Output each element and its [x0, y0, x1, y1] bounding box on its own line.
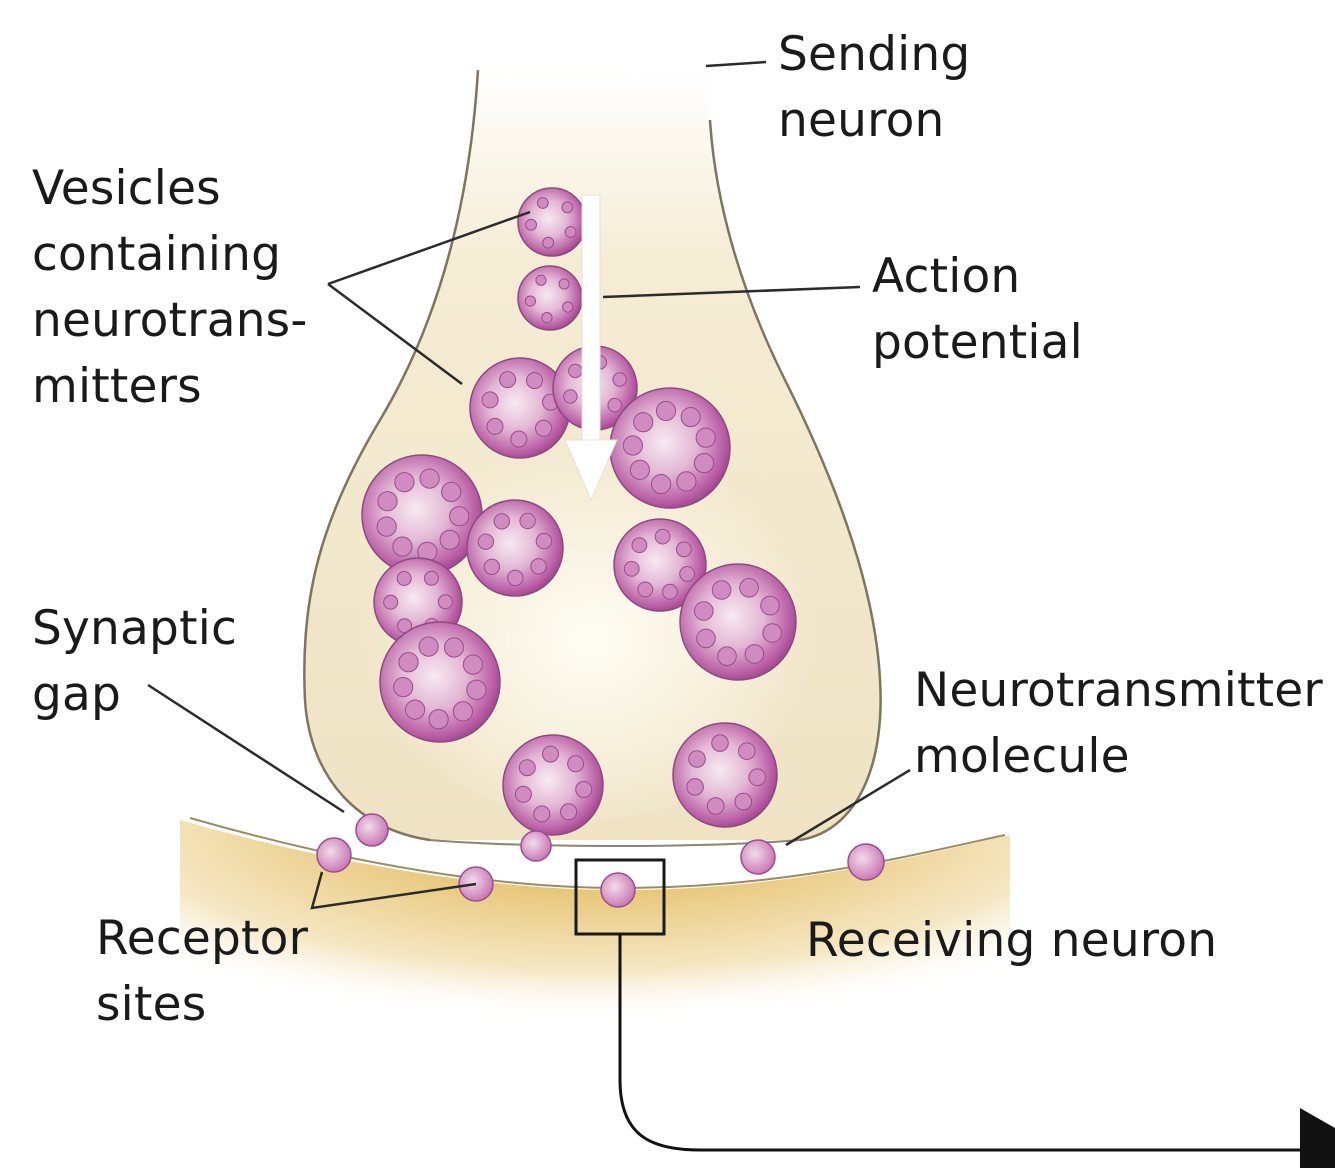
- neurotransmitter-molecule: [356, 814, 388, 846]
- neurotransmitter-molecule-label: Neurotransmitter molecule: [914, 658, 1323, 790]
- vesicle: [503, 735, 603, 835]
- sending-neuron-leader: [706, 62, 766, 66]
- receiving-neuron-label: Receiving neuron: [806, 908, 1217, 974]
- neurotransmitter-molecule: [848, 844, 884, 880]
- action-potential-label: Action potential: [872, 244, 1083, 376]
- terminal-bottom-membrane: [430, 840, 800, 846]
- neurotransmitter-molecule: [601, 873, 635, 907]
- vesicle: [518, 266, 582, 330]
- vesicle: [680, 564, 796, 680]
- vesicle: [362, 455, 482, 575]
- vesicle: [518, 188, 586, 256]
- neurotransmitter-molecule: [741, 840, 775, 874]
- neurotransmitter-molecule: [521, 831, 551, 861]
- vesicles-label: Vesicles containing neurotrans- mitters: [32, 156, 308, 420]
- receptor-sites-label: Receptor sites: [96, 906, 308, 1038]
- vesicle: [467, 500, 563, 596]
- sending-neuron-label: Sending neuron: [778, 22, 970, 154]
- vesicle: [610, 388, 730, 508]
- neurotransmitter-molecule: [317, 838, 351, 872]
- vesicle: [380, 622, 500, 742]
- synaptic-gap-label: Synaptic gap: [32, 596, 237, 728]
- callout-arrow-head: [1300, 1108, 1335, 1168]
- vesicle: [673, 723, 777, 827]
